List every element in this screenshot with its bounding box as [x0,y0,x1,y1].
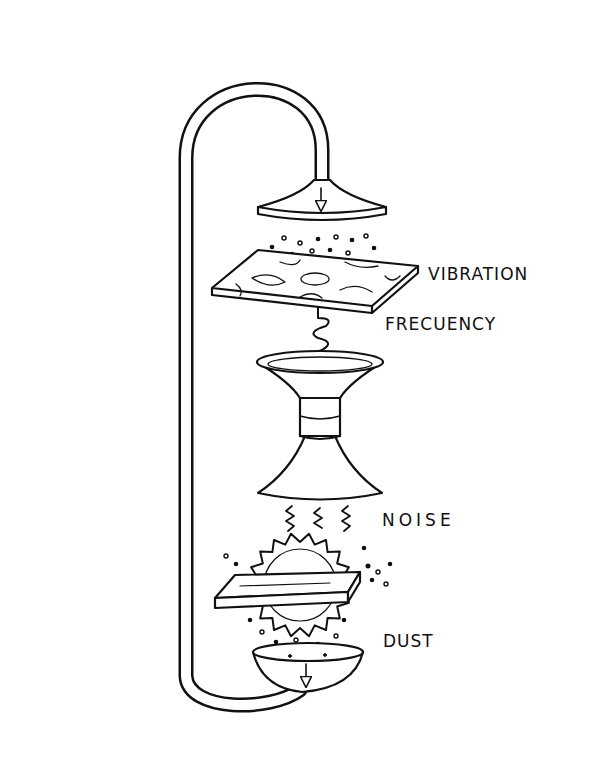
dust-particles [224,546,392,645]
part-label: DUST [383,631,434,651]
collecting-bowl [253,643,363,692]
part-label: VIBRATION [428,264,528,284]
part-label: NOISE [382,510,455,530]
funnel-speaker [257,351,383,500]
chladni-plate [212,250,418,313]
wood-plank [215,572,360,608]
hood-cone [258,180,386,220]
noise-waves [286,506,350,531]
part-label: FRECUENCY [385,314,496,334]
